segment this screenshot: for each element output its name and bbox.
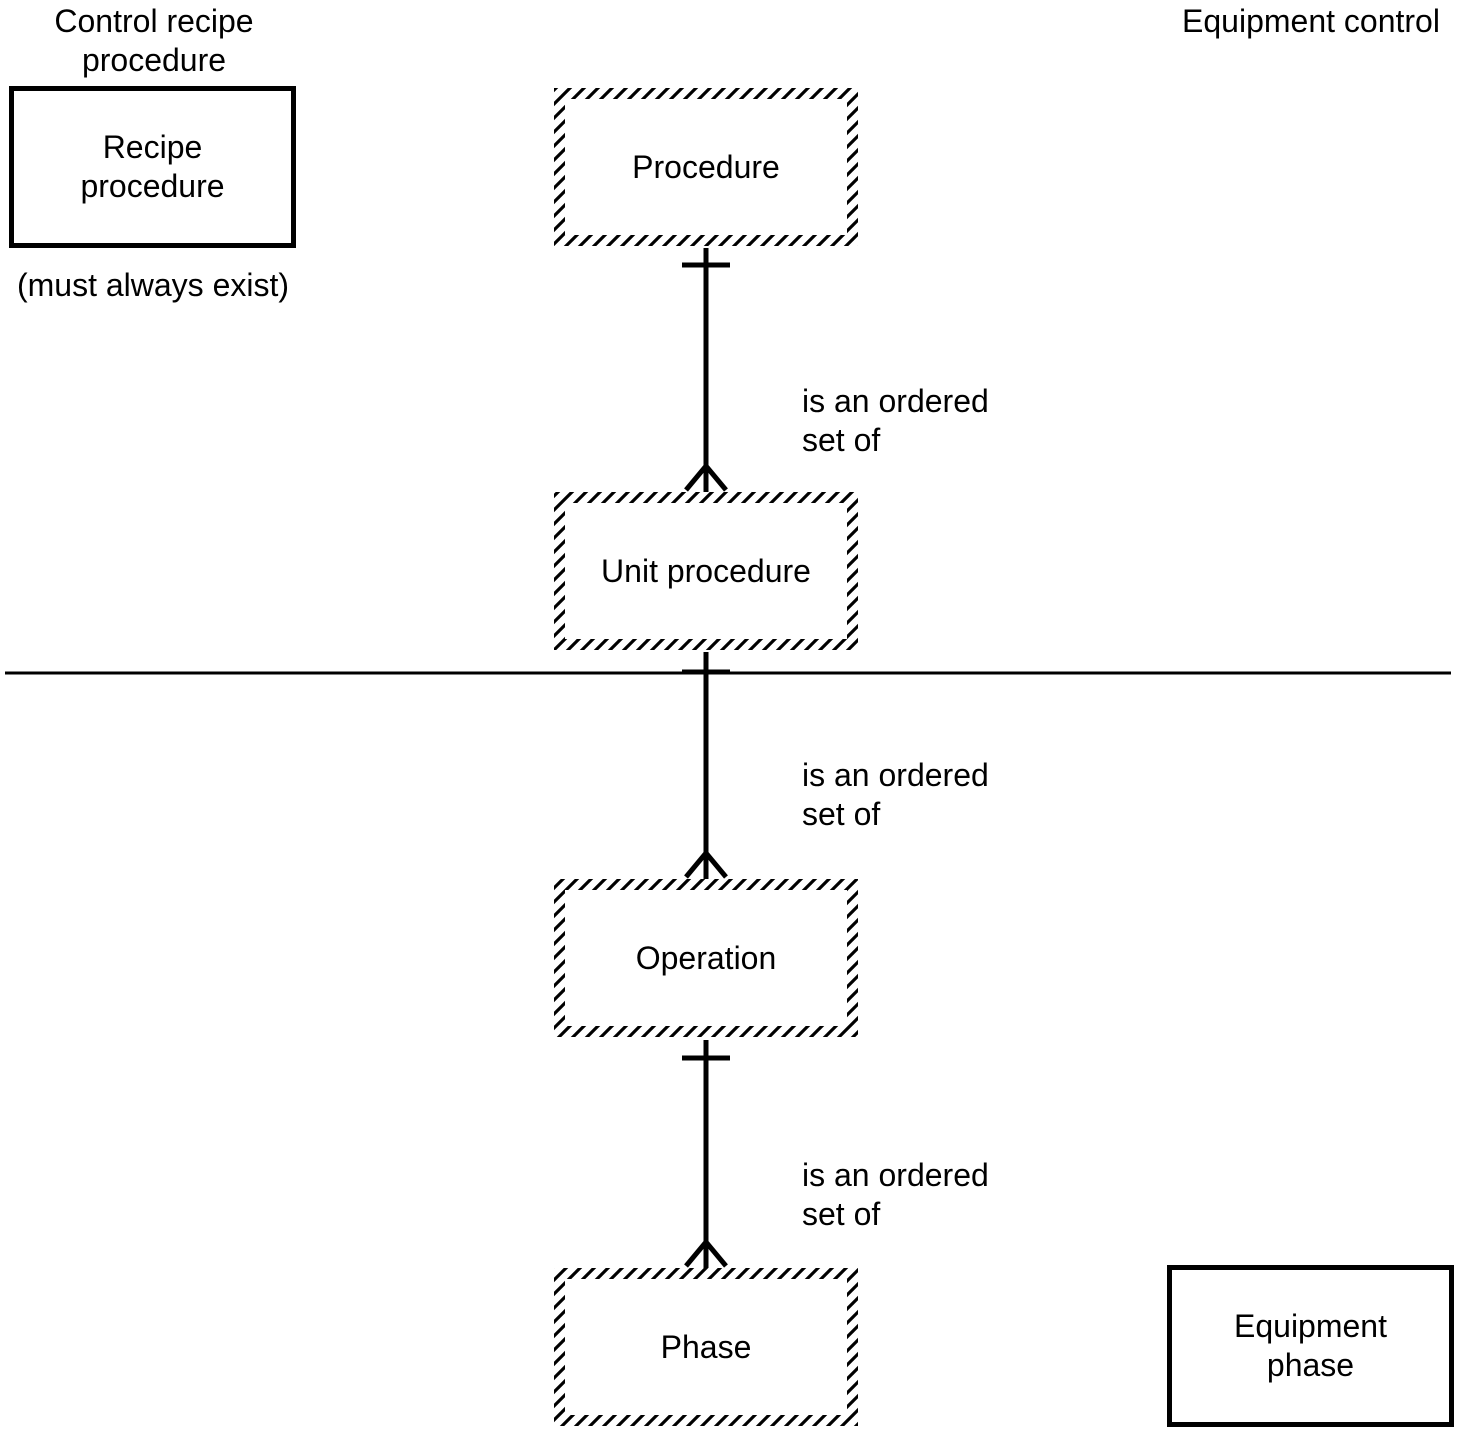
procedure-label: Procedure bbox=[632, 148, 780, 185]
operation-node: Operation bbox=[554, 879, 858, 1037]
phase-node: Phase bbox=[554, 1268, 858, 1426]
many-cardinality-foot bbox=[684, 851, 708, 879]
recipe-procedure-note: (must always exist) bbox=[16, 267, 290, 303]
procedure-node: Procedure bbox=[554, 88, 858, 246]
equipment-control-header: Equipment control bbox=[1182, 3, 1440, 39]
many-cardinality-foot bbox=[704, 1240, 728, 1268]
relation-label: is an ordered set of bbox=[802, 757, 989, 832]
equipment-phase-box: Equipment phase bbox=[1167, 1265, 1454, 1427]
control-recipe-header: Control recipe procedure bbox=[54, 3, 254, 78]
unit-procedure-node: Unit procedure bbox=[554, 492, 858, 650]
equipment-phase-label: Equipment phase bbox=[1234, 1308, 1387, 1383]
unit-procedure-label: Unit procedure bbox=[601, 552, 811, 589]
operation-label: Operation bbox=[635, 939, 777, 976]
relation-label: is an ordered set of bbox=[802, 383, 989, 458]
relation-label: is an ordered set of bbox=[802, 1157, 989, 1232]
many-cardinality-foot bbox=[684, 464, 708, 492]
many-cardinality-foot bbox=[704, 851, 728, 879]
phase-label: Phase bbox=[660, 1328, 752, 1365]
recipe-procedure-box: Recipe procedure bbox=[9, 86, 296, 248]
recipe-procedure-label: Recipe procedure bbox=[80, 129, 225, 204]
many-cardinality-foot bbox=[704, 464, 728, 492]
many-cardinality-foot bbox=[684, 1240, 708, 1268]
